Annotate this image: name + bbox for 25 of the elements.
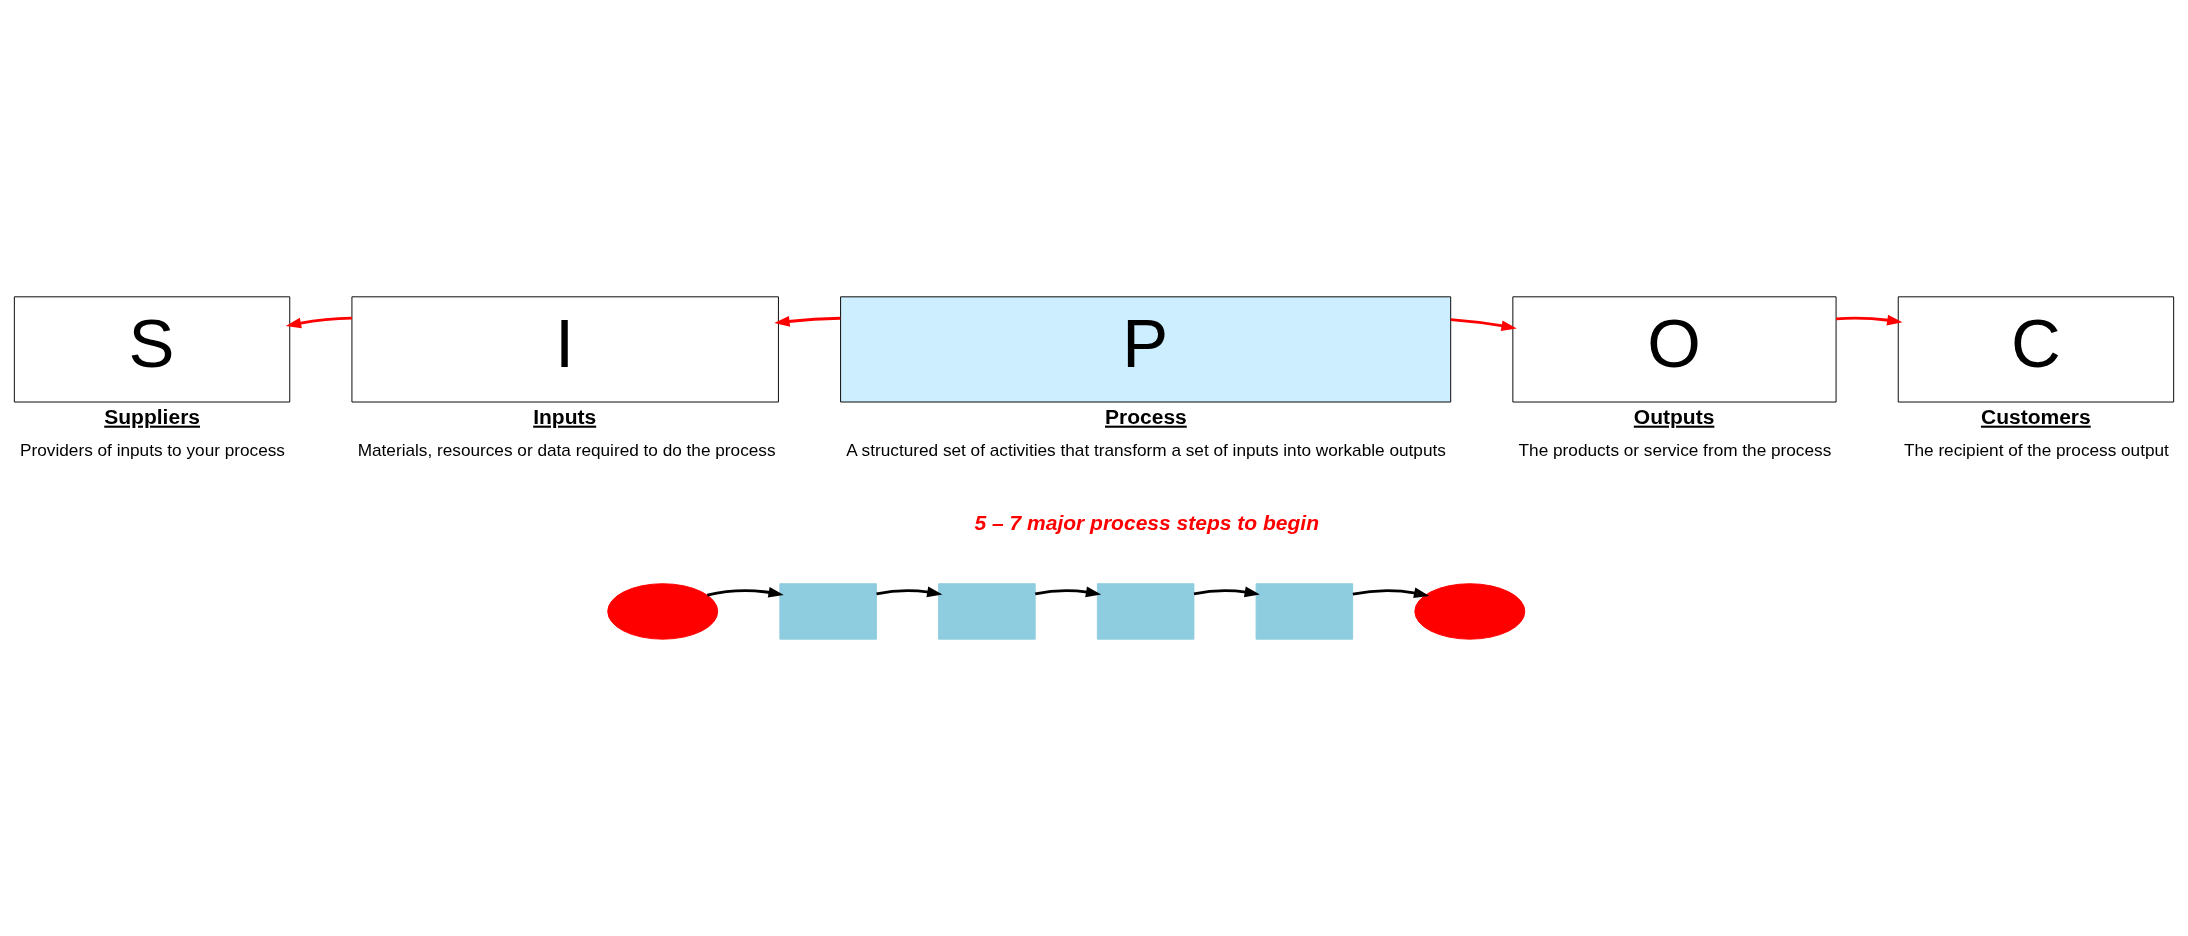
node-box <box>1255 583 1354 640</box>
arrow <box>1193 586 1260 598</box>
node-label: Process <box>1105 404 1187 428</box>
node-label: Outputs <box>1633 404 1715 428</box>
node-ellipse <box>607 583 719 640</box>
arrow <box>1450 318 1517 332</box>
arrow <box>1035 586 1102 598</box>
arrow <box>1352 587 1430 599</box>
node-label: A structured set of activities that transform a set of inputs into workable outputs <box>846 439 1446 460</box>
node-label: Providers of inputs to your process <box>20 439 285 460</box>
node-box <box>779 583 877 640</box>
arrow <box>285 316 352 329</box>
arrow <box>876 586 943 598</box>
node-label: Suppliers <box>104 404 201 428</box>
arrow <box>707 586 784 598</box>
node-label: Customers <box>1980 404 2091 428</box>
node-box <box>938 583 1036 640</box>
node-label: Materials, resources or data required to do the process <box>357 439 776 460</box>
arrow <box>774 316 841 327</box>
label: 5 – 7 major process steps to begin <box>974 510 1320 534</box>
node-box <box>1096 583 1195 640</box>
node-label: The recipient of the process output <box>1903 439 2169 460</box>
arrow <box>1836 314 1903 326</box>
node-label: The products or service from the process <box>1518 439 1832 460</box>
node-label: Inputs <box>533 404 597 428</box>
